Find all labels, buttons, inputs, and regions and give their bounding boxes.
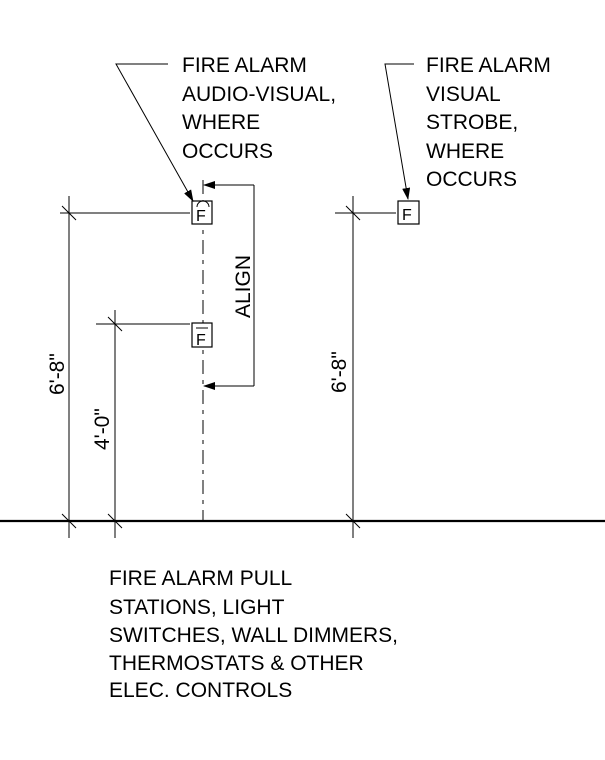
controls-note-line-2: STATIONS, LIGHT <box>109 596 285 619</box>
av-note: FIRE ALARM AUDIO-VISUAL, WHERE OCCURS <box>182 54 342 163</box>
control-device-symbol: F <box>196 332 206 349</box>
controls-note-line-5: ELEC. CONTROLS <box>109 679 292 702</box>
strobe-note-line-4: WHERE <box>426 140 504 163</box>
av-height-dimension <box>60 196 190 538</box>
av-note-line-3: WHERE <box>182 111 260 134</box>
controls-note-line-3: SWITCHES, WALL DIMMERS, <box>109 624 398 647</box>
control-device: F <box>191 322 213 349</box>
strobe-note: FIRE ALARM VISUAL STROBE, WHERE OCCURS <box>426 54 557 191</box>
align-label: ALIGN <box>232 255 255 318</box>
av-note-line-4: OCCURS <box>182 140 273 163</box>
strobe-note-line-2: VISUAL <box>426 83 500 106</box>
control-height-dimension <box>96 310 190 538</box>
audio-visual-device: F <box>191 200 213 225</box>
strobe-height-dimension <box>335 196 396 538</box>
strobe-height-value: 6'-8" <box>328 351 351 393</box>
strobe-note-line-1: FIRE ALARM <box>426 54 551 77</box>
strobe-note-line-3: STROBE, <box>426 111 518 134</box>
visual-strobe-device: F <box>397 200 420 225</box>
strobe-device-symbol: F <box>402 207 412 224</box>
controls-note: FIRE ALARM PULL STATIONS, LIGHT SWITCHES… <box>109 567 404 702</box>
av-note-line-1: FIRE ALARM <box>182 54 307 77</box>
controls-note-line-4: THERMOSTATS & OTHER <box>109 652 364 675</box>
strobe-note-line-5: OCCURS <box>426 168 517 191</box>
av-height-value: 6'-8" <box>46 353 69 395</box>
control-height-value: 4'-0" <box>91 408 114 450</box>
controls-note-line-1: FIRE ALARM PULL <box>109 567 292 590</box>
av-note-line-2: AUDIO-VISUAL, <box>182 83 336 106</box>
av-device-symbol: F <box>196 208 206 225</box>
av-leader <box>115 63 194 202</box>
strobe-leader <box>384 63 414 200</box>
align-bracket <box>203 181 255 390</box>
